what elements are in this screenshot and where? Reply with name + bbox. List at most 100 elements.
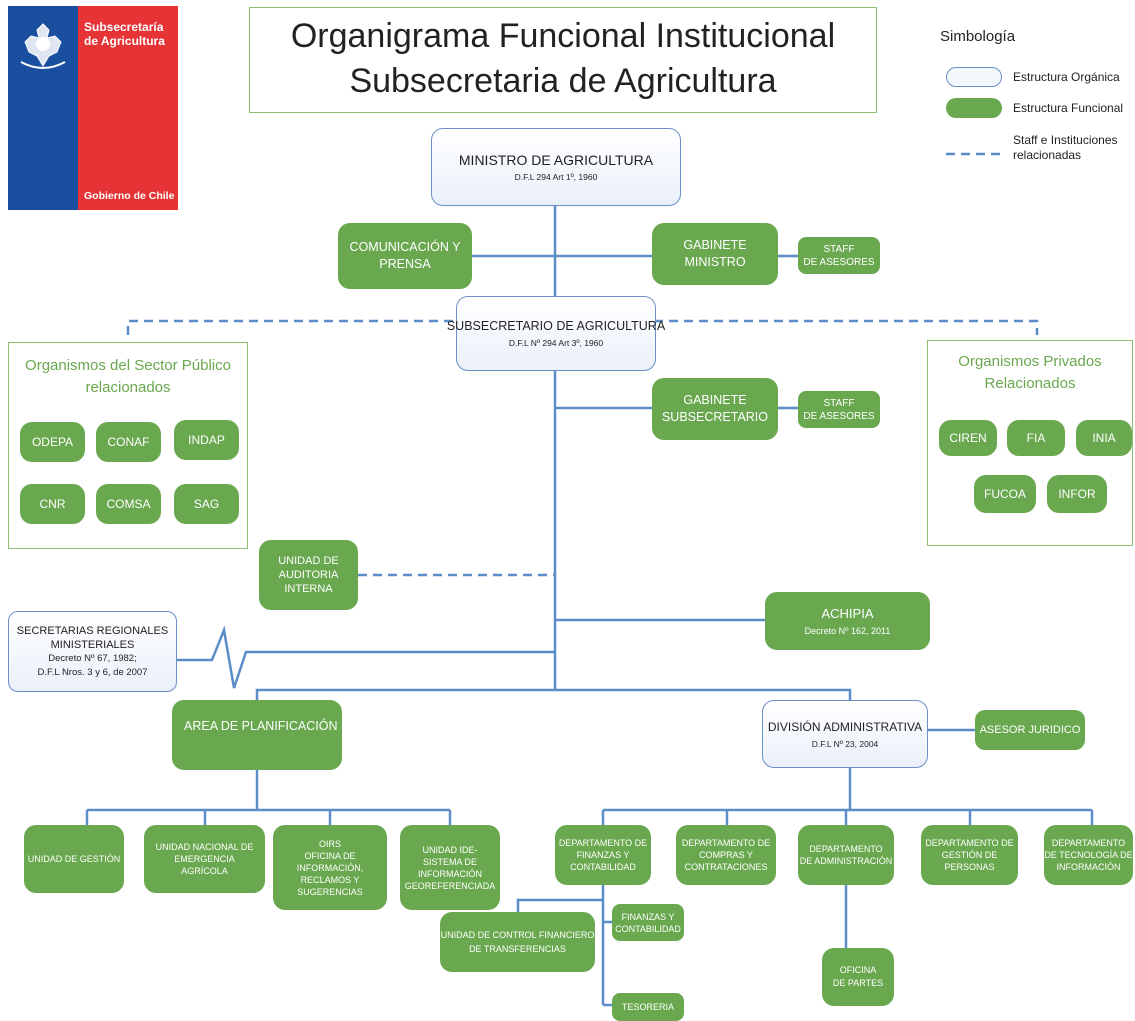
node-staff-ministro: STAFF DE ASESORES — [798, 237, 880, 274]
org-item: CNR — [20, 484, 85, 524]
node-label: GABINETE MINISTRO — [683, 238, 747, 269]
org-item: COMSA — [96, 484, 161, 524]
org-item: FIA — [1007, 420, 1065, 456]
node-unidad-control: UNIDAD DE CONTROL FINANCIERO DE TRANSFER… — [440, 912, 595, 972]
legend-organic-swatch — [946, 67, 1002, 87]
legend-functional-swatch — [946, 98, 1002, 118]
org-label: CNR — [39, 497, 66, 511]
node-tesoreria: TESORERIA — [612, 993, 684, 1021]
org-label: ODEPA — [31, 435, 74, 449]
legend-title: Simbología — [940, 28, 1016, 45]
node-label: ASESOR JURIDICO — [979, 724, 1081, 736]
logo-text: Subsecretaría de Agricultura — [84, 20, 165, 48]
node-label: UNIDAD DE CONTROL FINANCIERO DE TRANSFER… — [440, 930, 595, 954]
legend-staff-label: Staff e Instituciones relacionadas — [1013, 133, 1118, 162]
node-sub: D.F.L 294 Art 1º, 1960 — [514, 171, 598, 182]
coat-of-arms-icon — [20, 23, 66, 69]
node-finanzas-contabilidad: FINANZAS Y CONTABILIDAD — [612, 904, 684, 941]
node-label: UNIDAD DE AUDITORIA INTERNA — [278, 555, 339, 595]
org-item: INIA — [1076, 420, 1132, 456]
node-planificacion: AREA DE PLANIFICACIÓN — [172, 700, 342, 770]
logo-footer: Gobierno de Chile — [84, 190, 175, 202]
node-unidad-emergencia: UNIDAD NACIONAL DE EMERGENCIA AGRÍCOLA — [144, 825, 265, 893]
node-label: UNIDAD IDE- SISTEMA DE INFORMACIÓN GEORE… — [404, 844, 496, 891]
org-label: CIREN — [949, 431, 987, 445]
org-item: ODEPA — [20, 422, 85, 462]
org-label: SAG — [193, 497, 220, 511]
node-staff-subsecretario: STAFF DE ASESORES — [798, 391, 880, 428]
node-label: OIRS OFICINA DE INFORMACIÓN, RECLAMOS Y … — [296, 838, 364, 897]
node-label: OFICINA DE PARTES — [832, 965, 884, 988]
node-label: UNIDAD NACIONAL DE EMERGENCIA AGRÍCOLA — [155, 842, 254, 876]
node-seremi: SECRETARIAS REGIONALES MINISTERIALES Dec… — [8, 611, 177, 692]
page-title: Organigrama Funcional Institucional Subs… — [249, 7, 877, 113]
seremi-connector — [177, 625, 555, 689]
node-dept-administracion: DEPARTAMENTO DE ADMINISTRACIÓN — [798, 825, 894, 885]
legend-organic-label: Estructura Orgánica — [1013, 70, 1120, 84]
org-label: COMSA — [106, 497, 151, 511]
org-label: FIA — [1026, 431, 1046, 445]
node-comunicacion: COMUNICACIÓN Y PRENSA — [338, 223, 472, 289]
node-label: STAFF DE ASESORES — [803, 397, 875, 422]
node-label: DEPARTAMENTO DE ADMINISTRACIÓN — [799, 844, 893, 866]
control-connector — [516, 898, 603, 912]
node-sub: Decreto Nº 67, 1982; D.F.L Nros. 3 y 6, … — [37, 652, 148, 678]
node-gabinete-ministro: GABINETE MINISTRO — [652, 223, 778, 285]
title-line-2: Subsecretaria de Agricultura — [349, 62, 777, 100]
org-label: CONAF — [107, 435, 150, 449]
node-dept-tecnologia: DEPARTAMENTO DE TECNOLOGÍA DE INFORMACIÓ… — [1044, 825, 1133, 885]
node-gabinete-subsecretario: GABINETE SUBSECRETARIO — [652, 378, 778, 440]
org-item: INDAP — [174, 420, 239, 460]
org-item: FUCOA — [974, 475, 1036, 513]
node-label: SUBSECRETARIO DE AGRICULTURA — [446, 319, 666, 333]
logo-text-panel: Subsecretaría de Agricultura Gobierno de… — [78, 6, 178, 210]
node-auditoria: UNIDAD DE AUDITORIA INTERNA — [259, 540, 358, 610]
org-label: INDAP — [188, 433, 225, 447]
node-label: STAFF DE ASESORES — [803, 243, 875, 268]
org-item: CONAF — [96, 422, 161, 462]
node-label: COMUNICACIÓN Y PRENSA — [349, 240, 461, 271]
node-sub: D.F.L Nº 23, 2004 — [811, 738, 879, 749]
node-label: DIVISIÓN ADMINISTRATIVA — [767, 719, 923, 734]
node-label: TESORERIA — [621, 1002, 674, 1012]
node-oirs: OIRS OFICINA DE INFORMACIÓN, RECLAMOS Y … — [273, 825, 387, 910]
node-label: GABINETE SUBSECRETARIO — [661, 393, 769, 424]
node-dept-finanzas: DEPARTAMENTO DE FINANZAS Y CONTABILIDAD — [555, 825, 651, 885]
panel-title: Organismos Privados Relacionados — [958, 353, 1102, 392]
node-oficina-partes: OFICINA DE PARTES — [822, 948, 894, 1006]
node-sub: Decreto Nº 162, 2011 — [804, 625, 891, 636]
legend-functional-label: Estructura Funcional — [1013, 101, 1124, 115]
node-dept-personas: DEPARTAMENTO DE GESTIÓN DE PERSONAS — [921, 825, 1018, 885]
node-label: DEPARTAMENTO DE GESTIÓN DE PERSONAS — [925, 838, 1014, 872]
panel-title: Organismos del Sector Público relacionad… — [25, 357, 231, 396]
org-label: INFOR — [1058, 487, 1096, 501]
org-label: INIA — [1092, 431, 1116, 445]
node-label: UNIDAD DE GESTIÓN — [27, 854, 121, 864]
node-unidad-gestion: UNIDAD DE GESTIÓN — [24, 825, 124, 893]
logo-line-2: de Agricultura — [84, 34, 165, 48]
node-sub: D.F.L Nº 294 Art 3º, 1960 — [508, 338, 604, 348]
node-label: DEPARTAMENTO DE FINANZAS Y CONTABILIDAD — [558, 838, 648, 872]
node-dept-compras: DEPARTAMENTO DE COMPRAS Y CONTRATACIONES — [676, 825, 776, 885]
title-line-1: Organigrama Funcional Institucional — [290, 17, 836, 55]
node-division: DIVISIÓN ADMINISTRATIVA D.F.L Nº 23, 200… — [762, 700, 928, 768]
org-item: SAG — [174, 484, 239, 524]
node-label: ACHIPIA — [821, 605, 874, 621]
logo-line-1: Subsecretaría — [84, 20, 164, 34]
logo-emblem-panel — [8, 6, 78, 210]
node-label: FINANZAS Y CONTABILIDAD — [615, 911, 681, 934]
node-label: SECRETARIAS REGIONALES MINISTERIALES — [16, 624, 169, 651]
org-item: INFOR — [1047, 475, 1107, 513]
node-label: DEPARTAMENTO DE TECNOLOGÍA DE INFORMACIÓ… — [1044, 838, 1133, 872]
org-item: CIREN — [939, 420, 997, 456]
node-label: DEPARTAMENTO DE COMPRAS Y CONTRATACIONES — [681, 838, 771, 872]
node-asesor-juridico: ASESOR JURIDICO — [975, 710, 1085, 750]
level2-bar — [255, 688, 852, 700]
node-label: AREA DE PLANIFICACIÓN — [184, 719, 338, 733]
org-label: FUCOA — [984, 487, 1026, 501]
node-unidad-ide: UNIDAD IDE- SISTEMA DE INFORMACIÓN GEORE… — [400, 825, 500, 910]
node-label: MINISTRO DE AGRICULTURA — [458, 151, 654, 168]
logo: Subsecretaría de Agricultura Gobierno de… — [8, 6, 178, 210]
node-achipia: ACHIPIA Decreto Nº 162, 2011 — [765, 592, 930, 650]
